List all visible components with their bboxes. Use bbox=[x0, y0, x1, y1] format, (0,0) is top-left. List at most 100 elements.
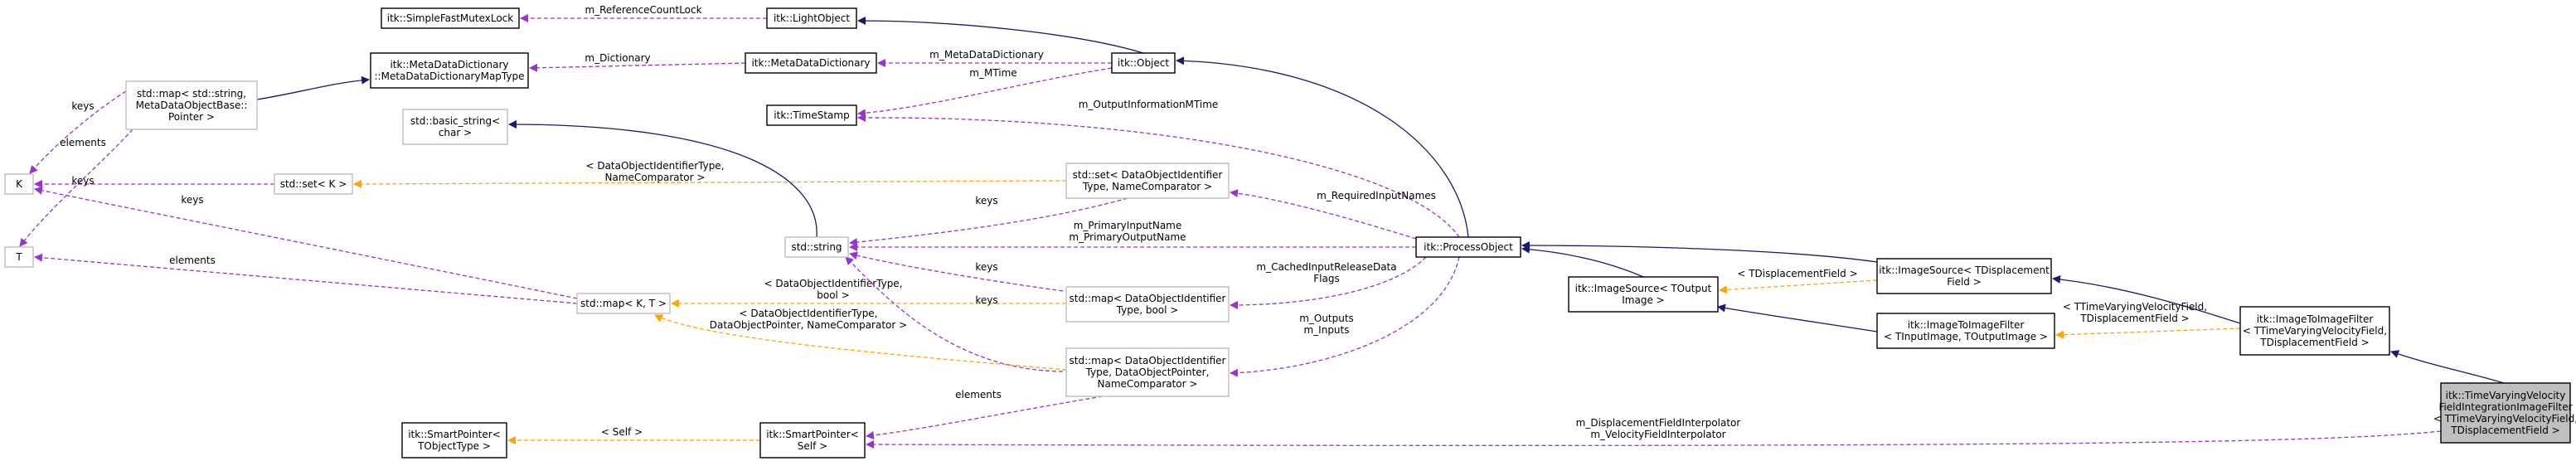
node-simple-fast-mutex-lock[interactable]: itk::SimpleFastMutexLock bbox=[381, 7, 520, 29]
node-label: NameComparator > bbox=[1098, 378, 1198, 390]
node-std-set-doi[interactable]: std::set< DataObjectIdentifierType, Name… bbox=[1065, 163, 1230, 199]
edge-e-elements-mapkt: elements bbox=[34, 253, 578, 304]
node-k[interactable]: K bbox=[4, 173, 34, 195]
node-label: MetaDataObjectBase:: bbox=[136, 99, 248, 111]
edge-label: < Self > bbox=[601, 426, 643, 438]
node-mddmap-type[interactable]: itk::MetaDataDictionary::MetaDataDiction… bbox=[370, 52, 529, 89]
edge-line bbox=[529, 62, 746, 72]
edge-e-tmpl-self: < Self > bbox=[507, 426, 760, 444]
node-box bbox=[381, 7, 520, 29]
edge-label: m_RequiredInputNames bbox=[1317, 190, 1436, 201]
node-image-source-out[interactable]: itk::ImageSource< TOutputImage > bbox=[1568, 276, 1719, 313]
node-image-to-image-filter-tv[interactable]: itk::ImageToImageFilter< TTimeVaryingVel… bbox=[2239, 306, 2390, 356]
node-t[interactable]: T bbox=[4, 246, 34, 268]
node-label: itk::SmartPointer< bbox=[766, 429, 859, 440]
edge-e-keys-meta: keys bbox=[29, 90, 127, 174]
edge-line bbox=[353, 179, 1067, 188]
node-std-map-kt[interactable]: std::map< K, T > bbox=[576, 293, 671, 314]
node-std-map-meta[interactable]: std::map< std::string,MetaDataObjectBase… bbox=[125, 80, 258, 130]
edge-e-keys-setk: keys bbox=[34, 175, 274, 188]
edge-e-tmpl-disp: < TDisplacementField > bbox=[1719, 268, 1878, 294]
edge-label: < DataObjectIdentifierType, bbox=[739, 308, 877, 319]
edge-line bbox=[2390, 350, 2505, 384]
node-label: itk::ImageToImageFilter bbox=[1908, 319, 2025, 331]
node-box bbox=[125, 80, 258, 130]
node-std-map-pointer[interactable]: std::map< DataObjectIdentifierType, Data… bbox=[1065, 347, 1230, 397]
node-std-set-k[interactable]: std::set< K > bbox=[274, 173, 353, 195]
edge-line bbox=[256, 75, 370, 100]
node-label: itk::MetaDataDictionary bbox=[390, 59, 508, 70]
node-std-string[interactable]: std::string bbox=[784, 236, 849, 258]
node-image-to-image-filter-io[interactable]: itk::ImageToImageFilter< TInputImage, TO… bbox=[1876, 313, 2055, 349]
edge-e-elements-ptr: elements bbox=[866, 389, 1104, 439]
edge-line bbox=[654, 314, 1067, 371]
node-label: Type, NameComparator > bbox=[1082, 181, 1212, 192]
node-label: Pointer > bbox=[168, 111, 215, 123]
node-box bbox=[4, 246, 34, 268]
node-label: itk::LightObject bbox=[774, 12, 850, 24]
node-smart-pointer-self[interactable]: itk::SmartPointer<Self > bbox=[759, 422, 866, 459]
node-light-object[interactable]: itk::LightObject bbox=[766, 7, 857, 29]
node-label: std::map< std::string, bbox=[137, 88, 246, 99]
node-label: std::map< K, T > bbox=[580, 298, 667, 309]
edge-e-mdd: m_MetaDataDictionary bbox=[877, 49, 1112, 67]
node-basic-string[interactable]: std::basic_string<char > bbox=[402, 109, 508, 145]
node-label: Type, bool > bbox=[1116, 304, 1179, 316]
node-focus[interactable]: itk::TimeVaryingVelocityFieldIntegration… bbox=[2433, 382, 2576, 444]
node-label: itk::SimpleFastMutexLock bbox=[387, 12, 514, 24]
edge-label: m_DisplacementFieldInterpolator bbox=[1576, 417, 1741, 429]
edge-line bbox=[34, 253, 578, 304]
node-box bbox=[4, 173, 34, 195]
node-label: itk::ImageSource< TDisplacement bbox=[1879, 264, 2050, 276]
node-label: itk::ProcessObject bbox=[1424, 241, 1513, 253]
edge-e-keys-mapptr: keys bbox=[845, 256, 1070, 372]
edge-label: < TDisplacementField > bbox=[1737, 268, 1857, 279]
edge-label: keys bbox=[975, 294, 997, 306]
edge-line bbox=[866, 395, 1104, 439]
node-smart-pointer-t[interactable]: itk::SmartPointer<TObjectType > bbox=[401, 422, 507, 459]
node-process-object[interactable]: itk::ProcessObject bbox=[1415, 236, 1521, 258]
node-label: TObjectType > bbox=[417, 440, 491, 452]
edge-inh-isd bbox=[1521, 241, 1878, 263]
node-label: itk::TimeStamp bbox=[774, 109, 849, 121]
edge-line bbox=[1719, 279, 1878, 294]
edge-label: Flags bbox=[1313, 273, 1339, 284]
node-label: itk::ImageSource< TOutput bbox=[1575, 283, 1712, 294]
node-label: std::set< DataObjectIdentifier bbox=[1073, 169, 1223, 181]
edge-label: m_Dictionary bbox=[585, 52, 650, 64]
node-label: T bbox=[15, 251, 22, 263]
node-box bbox=[576, 293, 671, 314]
node-std-map-bool[interactable]: std::map< DataObjectIdentifierType, bool… bbox=[1065, 286, 1230, 323]
edge-line bbox=[1230, 189, 1417, 240]
edge-line bbox=[1521, 241, 1878, 263]
node-label: std::basic_string< bbox=[410, 115, 500, 127]
node-label: TDisplacementField > bbox=[2259, 337, 2369, 348]
edge-e-tmpl-tv: < TTimeVaryingVelocityField,TDisplacemen… bbox=[2055, 301, 2241, 339]
edge-e-outinfo: m_OutputInformationMTime bbox=[857, 99, 1460, 238]
node-label: < TTimeVaryingVelocityField, bbox=[2433, 413, 2576, 425]
node-label: TDisplacementField > bbox=[2450, 425, 2559, 436]
node-meta-data-dictionary[interactable]: itk::MetaDataDictionary bbox=[745, 52, 877, 74]
edge-line bbox=[1230, 256, 1427, 309]
edge-e-tmpl-ptr: < DataObjectIdentifierType,DataObjectPoi… bbox=[654, 308, 1067, 371]
node-image-source-disp[interactable]: itk::ImageSource< TDisplacementField > bbox=[1876, 258, 2052, 294]
edge-label: bool > bbox=[817, 289, 850, 301]
edge-e-tmpl-setk: < DataObjectIdentifierType,NameComparato… bbox=[353, 160, 1067, 188]
edge-line bbox=[1176, 56, 1469, 238]
node-label: Type, DataObjectPointer, bbox=[1085, 366, 1210, 378]
edge-label: NameComparator > bbox=[605, 172, 706, 183]
edge-inh-po bbox=[1521, 245, 1644, 278]
edge-label: m_Outputs bbox=[1299, 313, 1354, 324]
node-label: itk::TimeVaryingVelocity bbox=[2446, 390, 2566, 401]
edge-label: elements bbox=[60, 137, 106, 148]
node-object[interactable]: itk::Object bbox=[1111, 52, 1176, 74]
node-time-stamp[interactable]: itk::TimeStamp bbox=[766, 104, 857, 126]
edge-inh-isd2 bbox=[2052, 274, 2241, 324]
node-label: std::map< DataObjectIdentifier bbox=[1070, 355, 1226, 366]
edge-label: m_MTime bbox=[969, 67, 1016, 79]
edge-label: m_ReferenceCountLock bbox=[585, 4, 701, 16]
edge-label: keys bbox=[975, 261, 997, 273]
